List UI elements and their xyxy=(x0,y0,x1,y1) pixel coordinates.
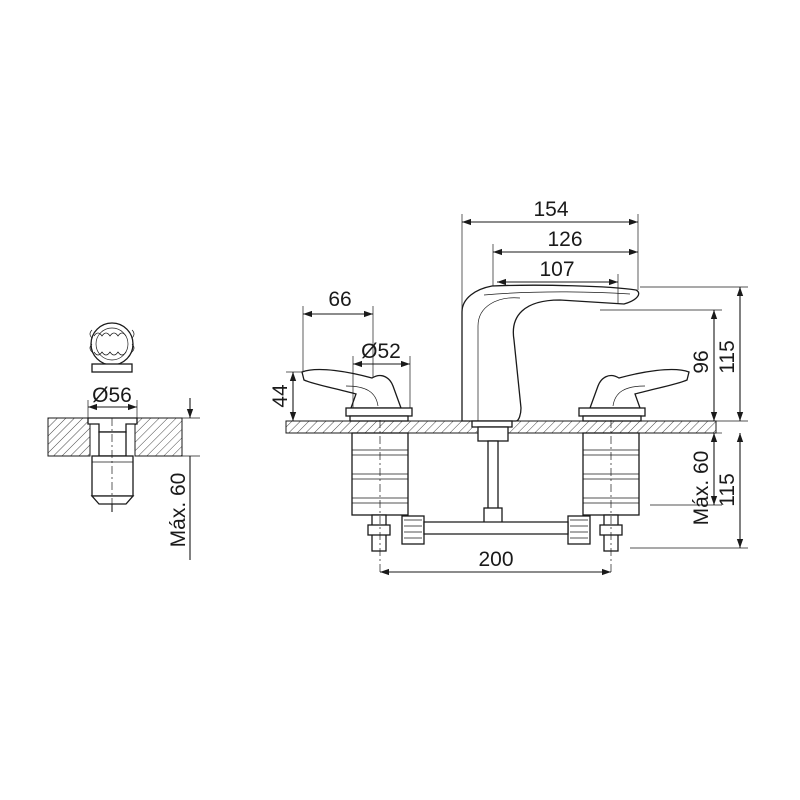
dimension-label: 154 xyxy=(533,198,568,221)
dimension-label: Máx. 60 xyxy=(167,473,190,548)
connecting-hoses xyxy=(379,420,612,575)
dimension-spout-reach-inner: 107 xyxy=(497,258,619,304)
drain-assembly: Ø56 Máx. 60 xyxy=(47,322,200,560)
dimension-label: Máx. 60 xyxy=(690,451,713,526)
drain-cap-top-view xyxy=(89,322,135,373)
dimension-drain-depth: Máx. 60 xyxy=(167,398,200,560)
right-handle xyxy=(578,368,690,552)
dimension-handle-base-diameter: Ø52 xyxy=(352,340,411,408)
dimension-label: 126 xyxy=(547,228,582,251)
drain-basin-section xyxy=(47,417,183,457)
dimension-label: 44 xyxy=(269,384,292,408)
faucet-assembly: 154 126 107 66 Ø52 xyxy=(269,198,748,576)
dimension-drain-diameter: Ø56 xyxy=(87,384,138,418)
dimension-handle-height: 44 xyxy=(269,371,302,421)
left-handle xyxy=(301,368,413,552)
dimension-label: Ø52 xyxy=(361,340,401,363)
drain-body xyxy=(87,417,138,512)
dimension-below-counter-total: 115 xyxy=(630,433,748,549)
dimension-spout-height-total: 115 xyxy=(640,286,748,422)
dimension-label: 66 xyxy=(328,288,351,311)
dimension-below-counter-max: Máx. 60 xyxy=(650,432,722,526)
dimension-label: 107 xyxy=(539,258,574,281)
dimension-label: 115 xyxy=(716,473,739,506)
dimension-spout-height-inner: 96 xyxy=(600,309,722,421)
dimension-label: Ø56 xyxy=(92,384,132,407)
dimension-label: 96 xyxy=(690,350,713,373)
dimension-handle-reach: 66 xyxy=(302,288,374,378)
dimension-handle-spacing: 200 xyxy=(380,548,611,576)
dimension-label: 200 xyxy=(478,548,513,571)
dimension-spout-reach-mid: 126 xyxy=(492,228,638,286)
dimension-label: 115 xyxy=(716,340,739,373)
